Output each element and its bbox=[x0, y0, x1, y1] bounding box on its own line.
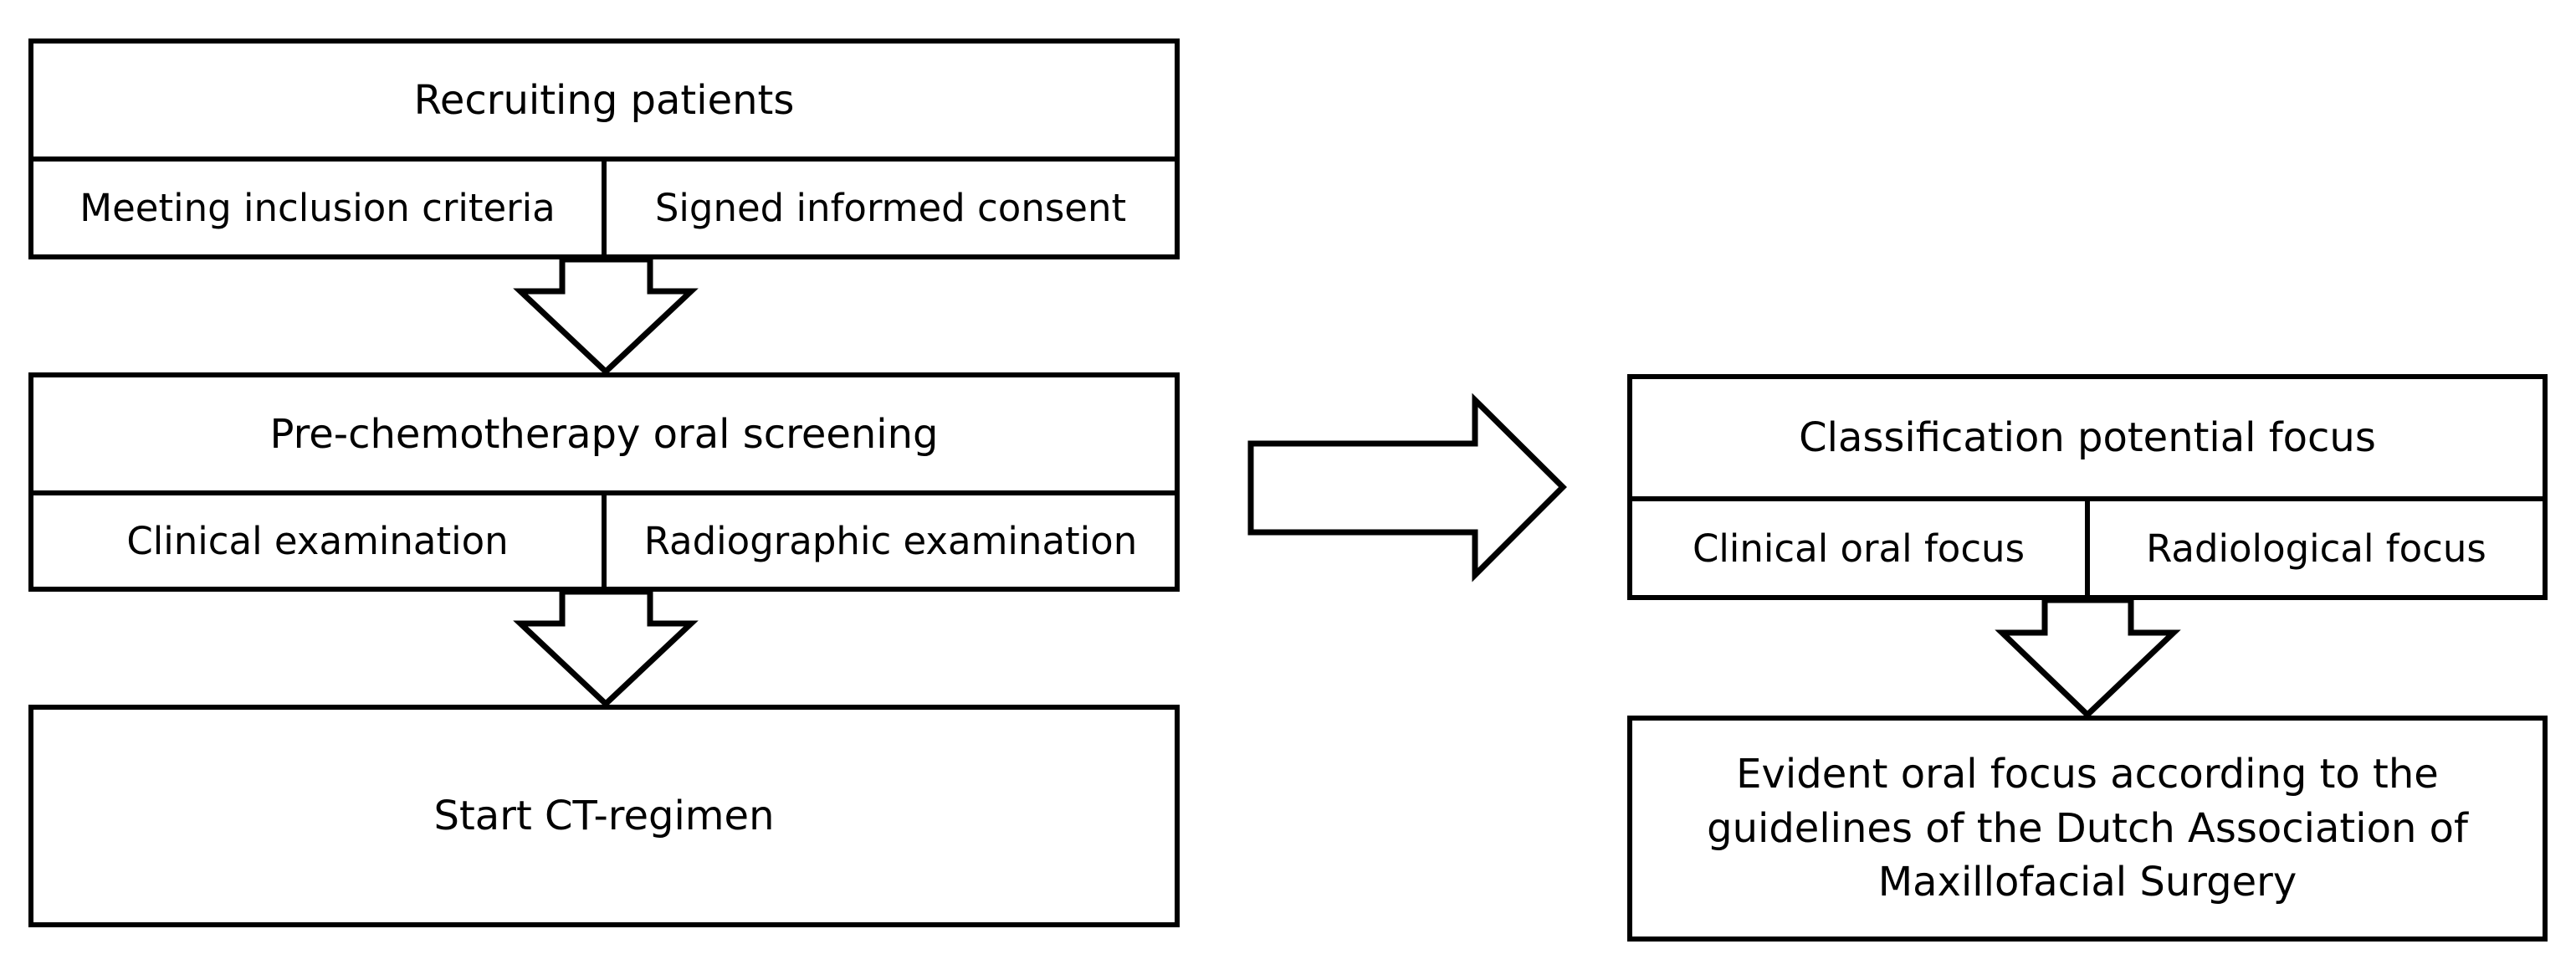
classification-box: Classification potential focus Clinical … bbox=[1627, 374, 2548, 600]
inclusion-criteria-cell: Meeting inclusion criteria bbox=[79, 186, 556, 230]
evident-oral-focus-text: Evident oral focus according to the guid… bbox=[1707, 750, 2468, 906]
clinical-examination-cell: Clinical examination bbox=[126, 519, 509, 563]
start-ct-regimen-box: Start CT-regimen bbox=[28, 705, 1180, 927]
radiological-focus-cell: Radiological focus bbox=[2085, 501, 2543, 595]
start-ct-regimen-title: Start CT-regimen bbox=[433, 793, 775, 839]
evident-oral-focus-box: Evident oral focus according to the guid… bbox=[1627, 716, 2548, 942]
recruiting-patients-box: Recruiting patients Meeting inclusion cr… bbox=[28, 38, 1180, 259]
down-arrow-1 bbox=[513, 256, 699, 376]
radiographic-examination-cell: Radiographic examination bbox=[602, 495, 1175, 587]
oral-screening-title: Pre-chemotherapy oral screening bbox=[269, 410, 939, 458]
recruiting-patients-title: Recruiting patients bbox=[413, 76, 795, 124]
clinical-oral-focus-cell: Clinical oral focus bbox=[1692, 526, 2025, 571]
classification-title: Classification potential focus bbox=[1799, 414, 2376, 461]
oral-screening-box: Pre-chemotherapy oral screening Clinical… bbox=[28, 372, 1180, 592]
right-arrow bbox=[1247, 393, 1567, 582]
down-arrow-2 bbox=[513, 588, 699, 708]
down-arrow-3 bbox=[1995, 597, 2181, 719]
informed-consent-cell: Signed informed consent bbox=[602, 162, 1175, 254]
